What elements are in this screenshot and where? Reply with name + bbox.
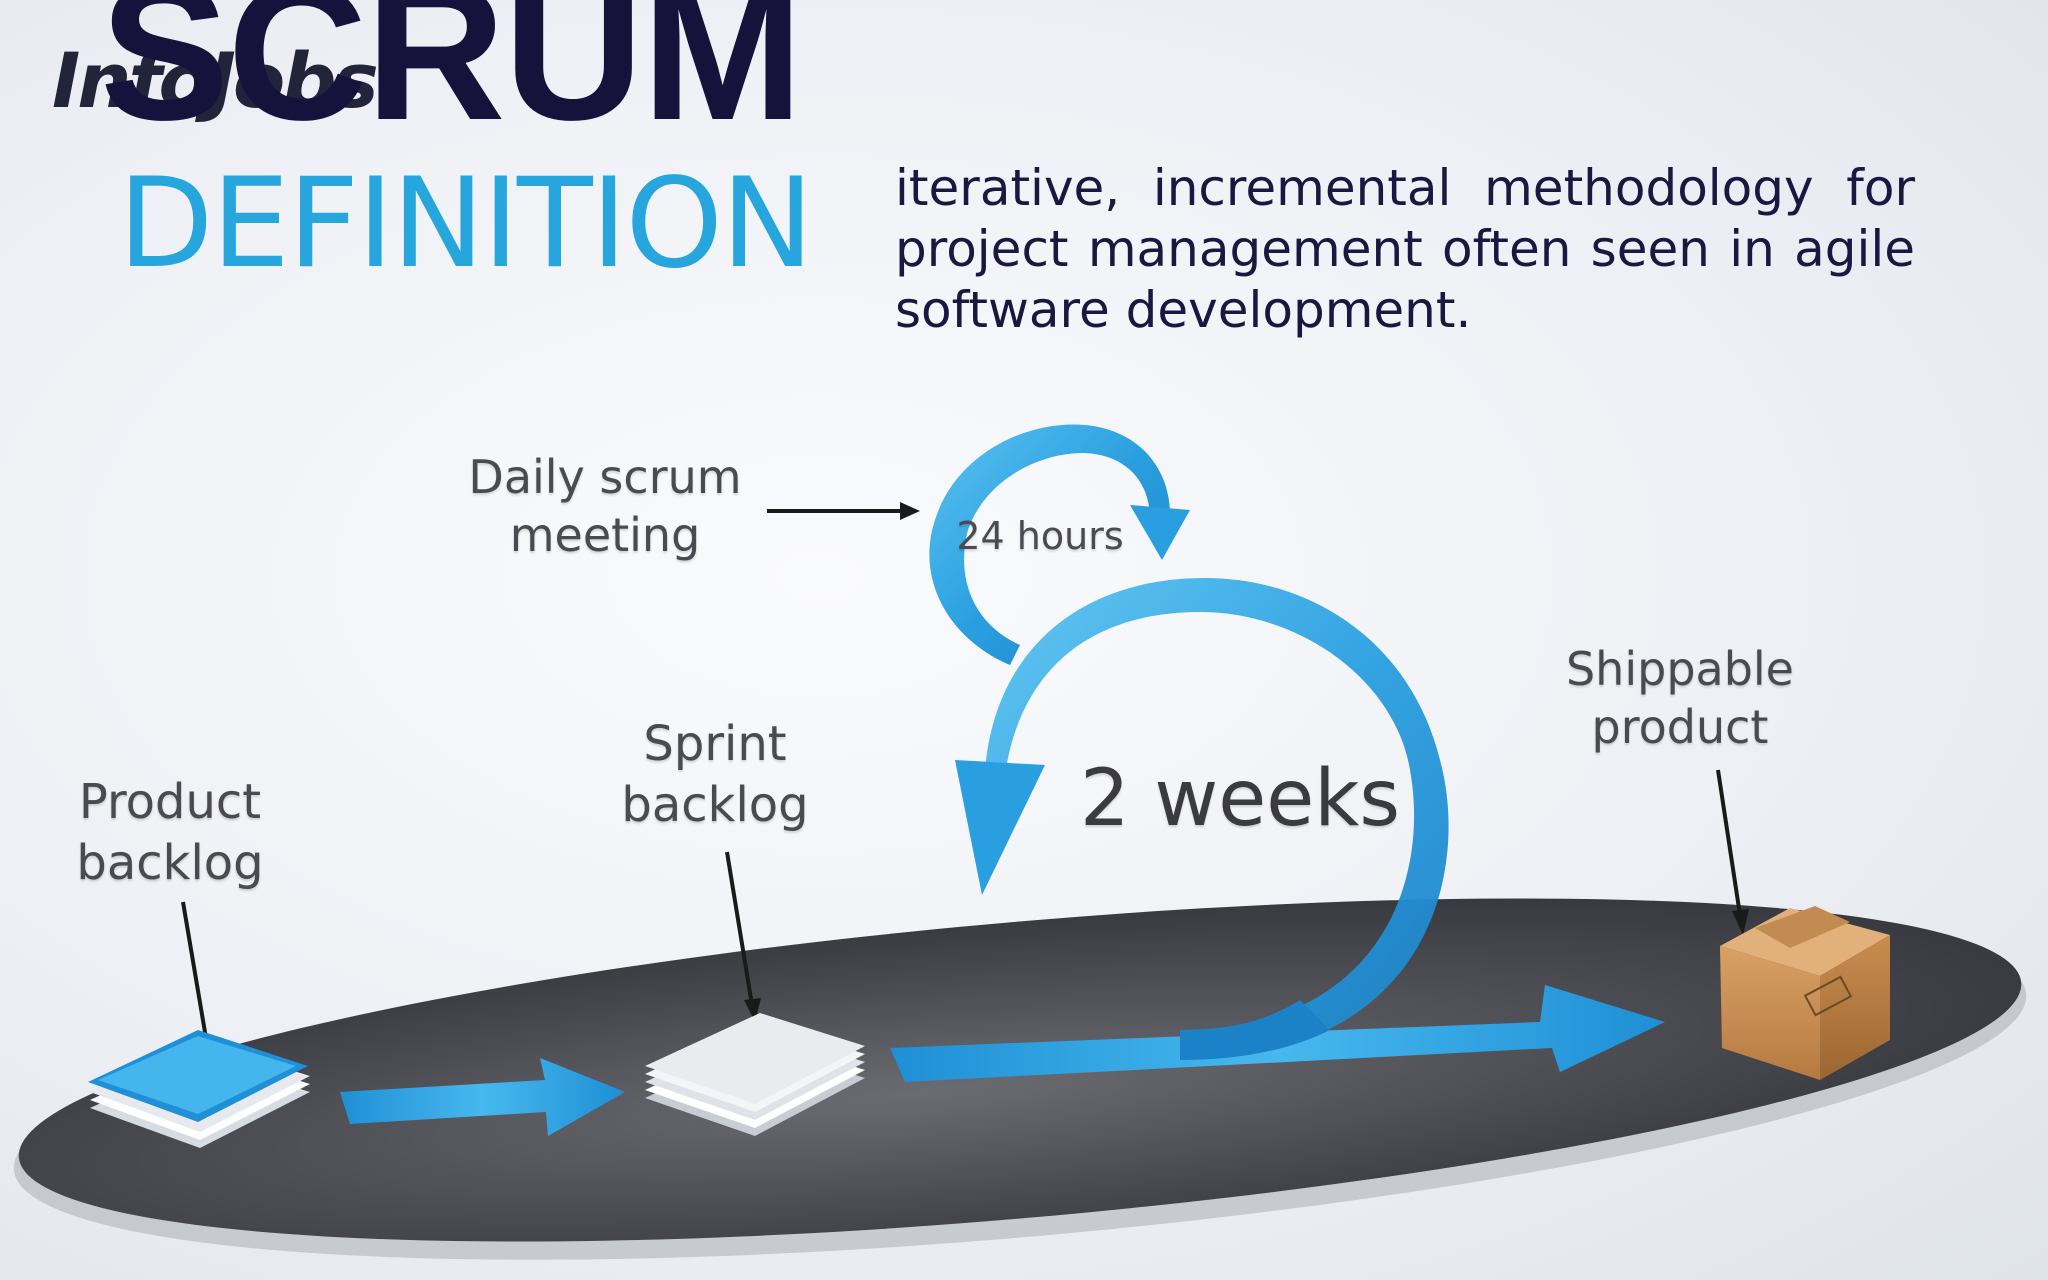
sprint-backlog-pointer (725, 851, 761, 1022)
daily-scrum-pointer (767, 502, 920, 520)
sprint-backlog-line2: backlog (621, 776, 809, 833)
shippable-line2: product (1591, 700, 1769, 755)
daily-cycle-label: 24 hours (956, 514, 1124, 558)
flow-arrow-to-sprint (340, 1058, 625, 1136)
definition-text: iterative, incremental methodology for p… (895, 159, 1915, 339)
daily-loop-arrow (929, 424, 1190, 665)
page-subtitle: DEFINITION (118, 152, 814, 296)
sprint-backlog-stack-icon (645, 1013, 865, 1136)
shippable-product-label: Shippable product (1540, 640, 1820, 757)
product-backlog-line1: Product (78, 774, 262, 830)
daily-scrum-line2: meeting (509, 508, 701, 563)
product-backlog-label: Product backlog (50, 772, 290, 894)
sprint-cycle-label: 2 weeks (1080, 754, 1400, 844)
brand-logo: InfoJobs (52, 36, 379, 125)
daily-scrum-label: Daily scrum meeting (460, 448, 750, 565)
shippable-line1: Shippable (1565, 642, 1794, 696)
sprint-backlog-line1: Sprint (643, 716, 787, 772)
page-title: SCRUM (100, 0, 803, 161)
sprint-backlog-label: Sprint backlog (600, 714, 830, 836)
sprint-loop-arrow (955, 578, 1449, 1060)
daily-scrum-line1: Daily scrum (468, 450, 742, 504)
shippable-pointer (1716, 769, 1749, 935)
product-backlog-line2: backlog (76, 834, 264, 891)
shippable-box-icon (1720, 906, 1890, 1080)
product-backlog-stack-icon (88, 1030, 310, 1148)
